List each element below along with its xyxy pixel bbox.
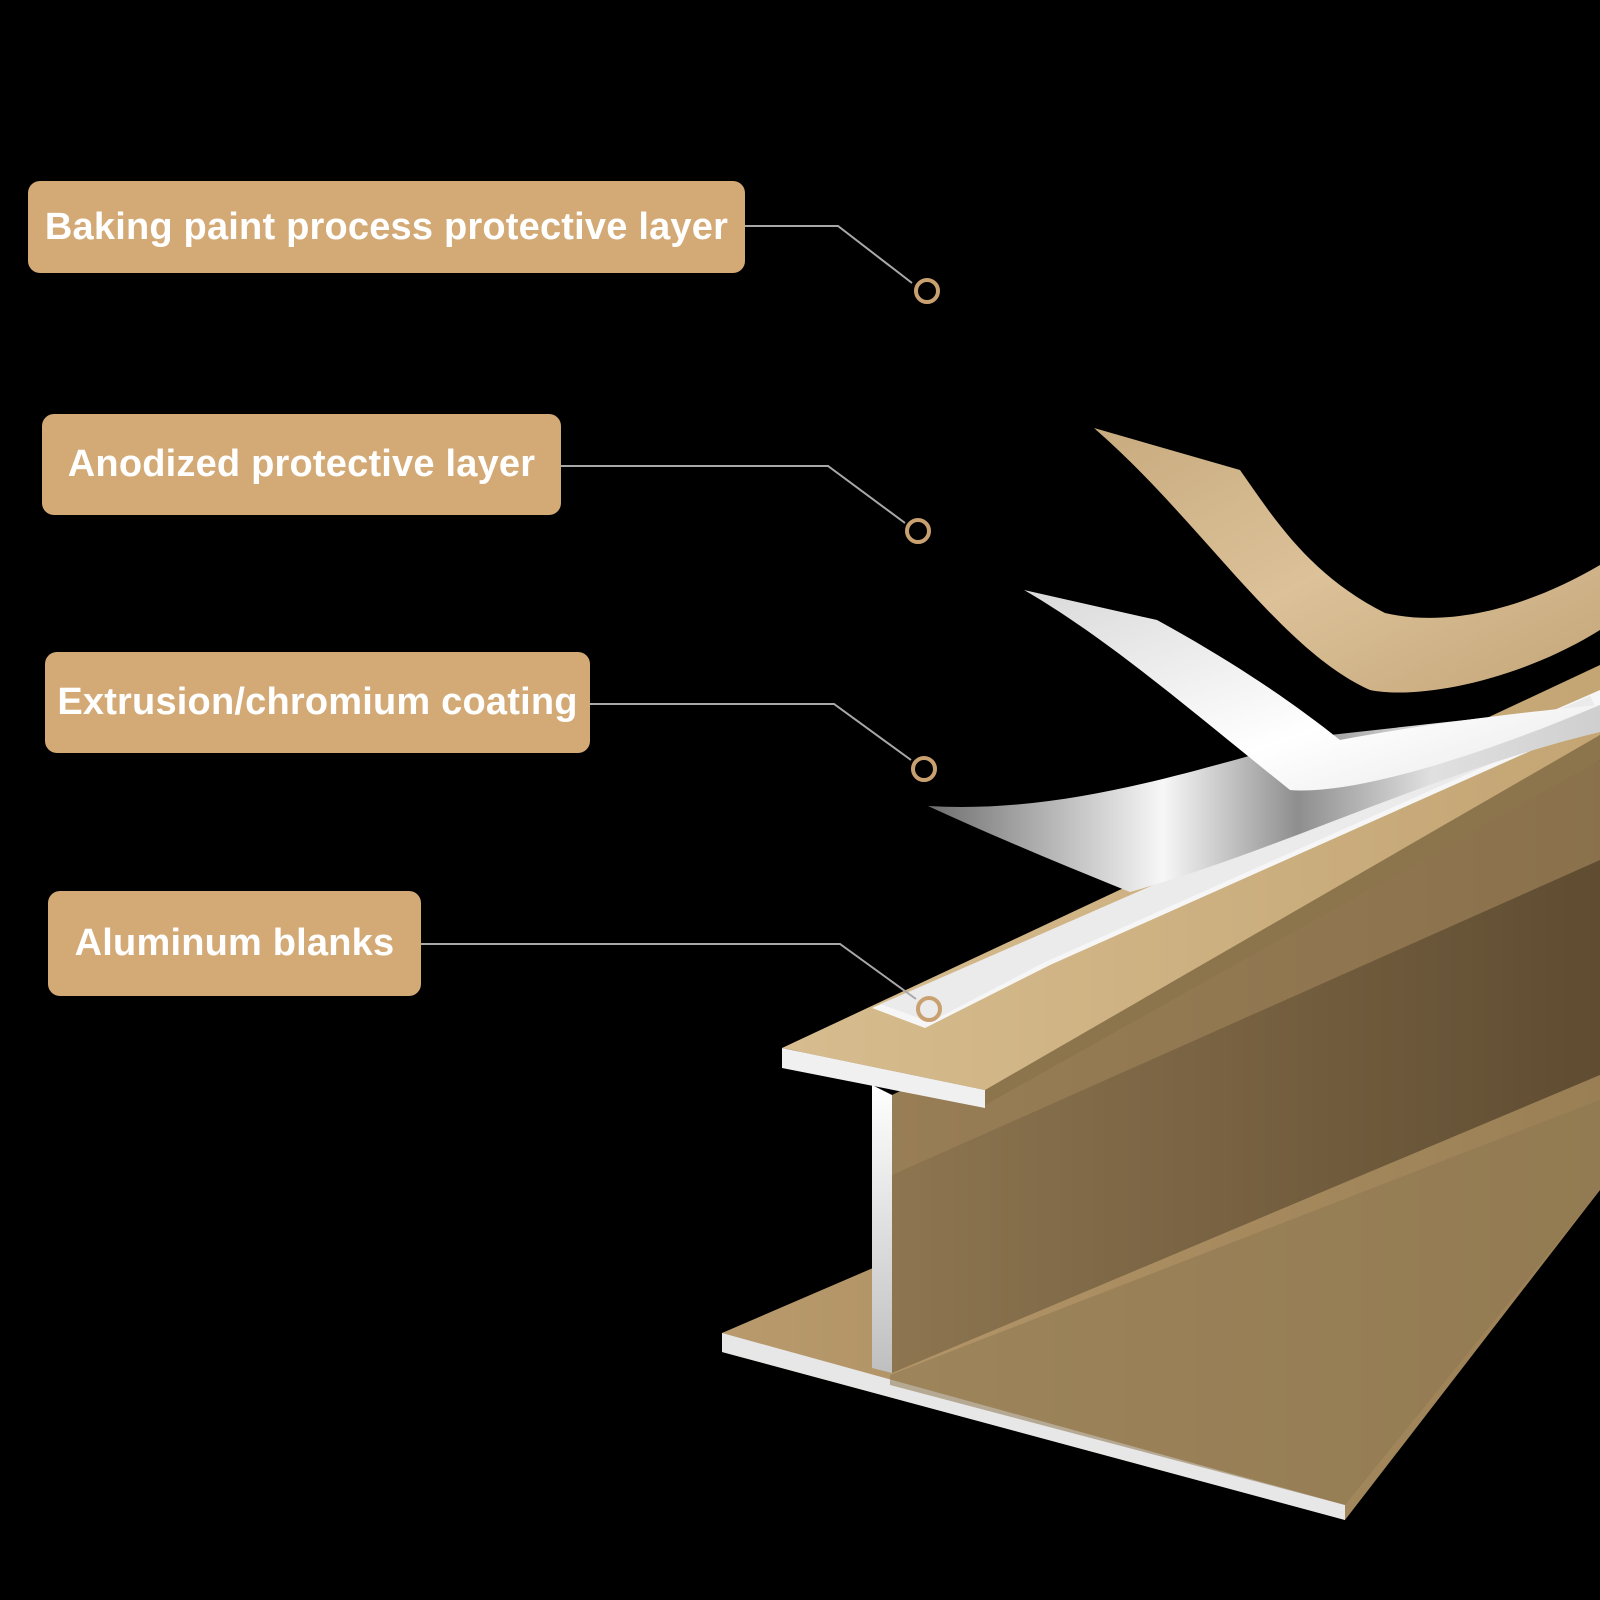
leader-line-3 [590, 703, 912, 761]
top-flange-edge [782, 1048, 985, 1108]
ring-marker-icon [911, 756, 937, 782]
ring-marker-icon [916, 996, 942, 1022]
leader-line-4 [421, 943, 917, 1000]
leader-lines [421, 225, 942, 1022]
ring-marker-icon [905, 518, 931, 544]
baking-paint-ribbon [1094, 428, 1600, 693]
leader-line-1 [745, 225, 913, 284]
callout-extrusion-chromium-coating: Extrusion/chromium coating [45, 652, 590, 753]
web-face-highlight [892, 760, 1600, 1175]
aluminum-profile-exploded-icon [722, 428, 1600, 1520]
bottom-flange-edge [722, 1333, 1345, 1520]
callout-baking-paint-layer: Baking paint process protective layer [28, 181, 745, 273]
ring-marker-icon [914, 278, 940, 304]
web-edge [872, 1085, 892, 1373]
bottom-flange-shadow [890, 1100, 1600, 1505]
leader-line-2 [561, 465, 906, 524]
callout-aluminum-blanks: Aluminum blanks [48, 891, 421, 996]
anodized-ribbon [1024, 590, 1600, 791]
callout-anodized-layer: Anodized protective layer [42, 414, 561, 515]
